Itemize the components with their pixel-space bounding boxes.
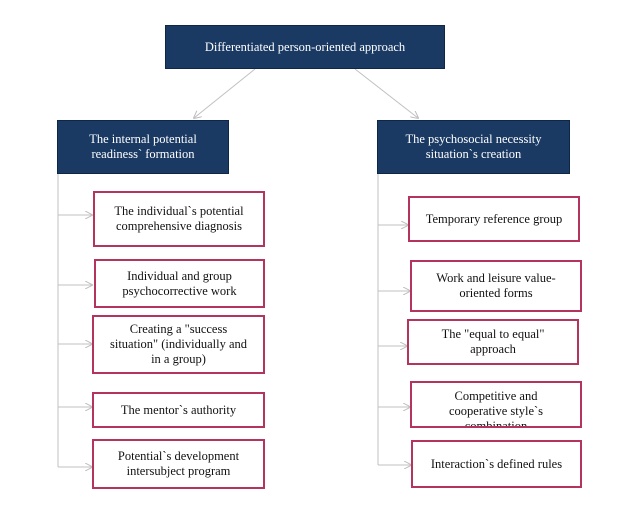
right-item-3-label: The "equal to equal" approach <box>441 327 545 356</box>
right-item-3: The "equal to equal" approach <box>407 319 579 365</box>
right-item-1-label: Temporary reference group <box>425 211 563 226</box>
right-item-1: Temporary reference group <box>408 196 580 242</box>
left-item-4-label: The mentor`s authority <box>120 402 237 417</box>
right-branch-header: The psychosocial necessity situation`s c… <box>377 120 570 174</box>
arrow-root-to-left <box>194 68 256 118</box>
root-node-label: Differentiated person-oriented approach <box>204 39 406 54</box>
left-item-5: Potential`s development intersubject pro… <box>92 439 265 489</box>
right-branch-title: The psychosocial necessity situation`s c… <box>405 132 542 161</box>
left-item-1-label: The individual`s potential comprehensive… <box>114 204 244 233</box>
left-item-1: The individual`s potential comprehensive… <box>93 191 265 247</box>
left-item-2: Individual and group psychocorrective wo… <box>94 259 265 308</box>
left-item-3: Creating a "success situation" (individu… <box>92 315 265 374</box>
right-item-4: Competitive and cooperative style`s comb… <box>410 381 582 428</box>
arrow-root-to-right <box>354 68 418 118</box>
root-node: Differentiated person-oriented approach <box>165 25 445 69</box>
left-item-4: The mentor`s authority <box>92 392 265 428</box>
right-item-5-label: Interaction`s defined rules <box>430 456 563 471</box>
right-item-2: Work and leisure value- oriented forms <box>410 260 582 312</box>
right-item-5: Interaction`s defined rules <box>411 440 582 488</box>
left-item-2-label: Individual and group psychocorrective wo… <box>122 268 237 298</box>
left-branch-title: The internal potential readiness` format… <box>89 132 197 161</box>
right-item-4-label: Competitive and cooperative style`s comb… <box>448 389 544 428</box>
left-branch-header: The internal potential readiness` format… <box>57 120 229 174</box>
left-item-3-label: Creating a "success situation" (individu… <box>109 322 248 366</box>
left-item-5-label: Potential`s development intersubject pro… <box>117 449 240 478</box>
right-item-2-label: Work and leisure value- oriented forms <box>436 271 556 300</box>
